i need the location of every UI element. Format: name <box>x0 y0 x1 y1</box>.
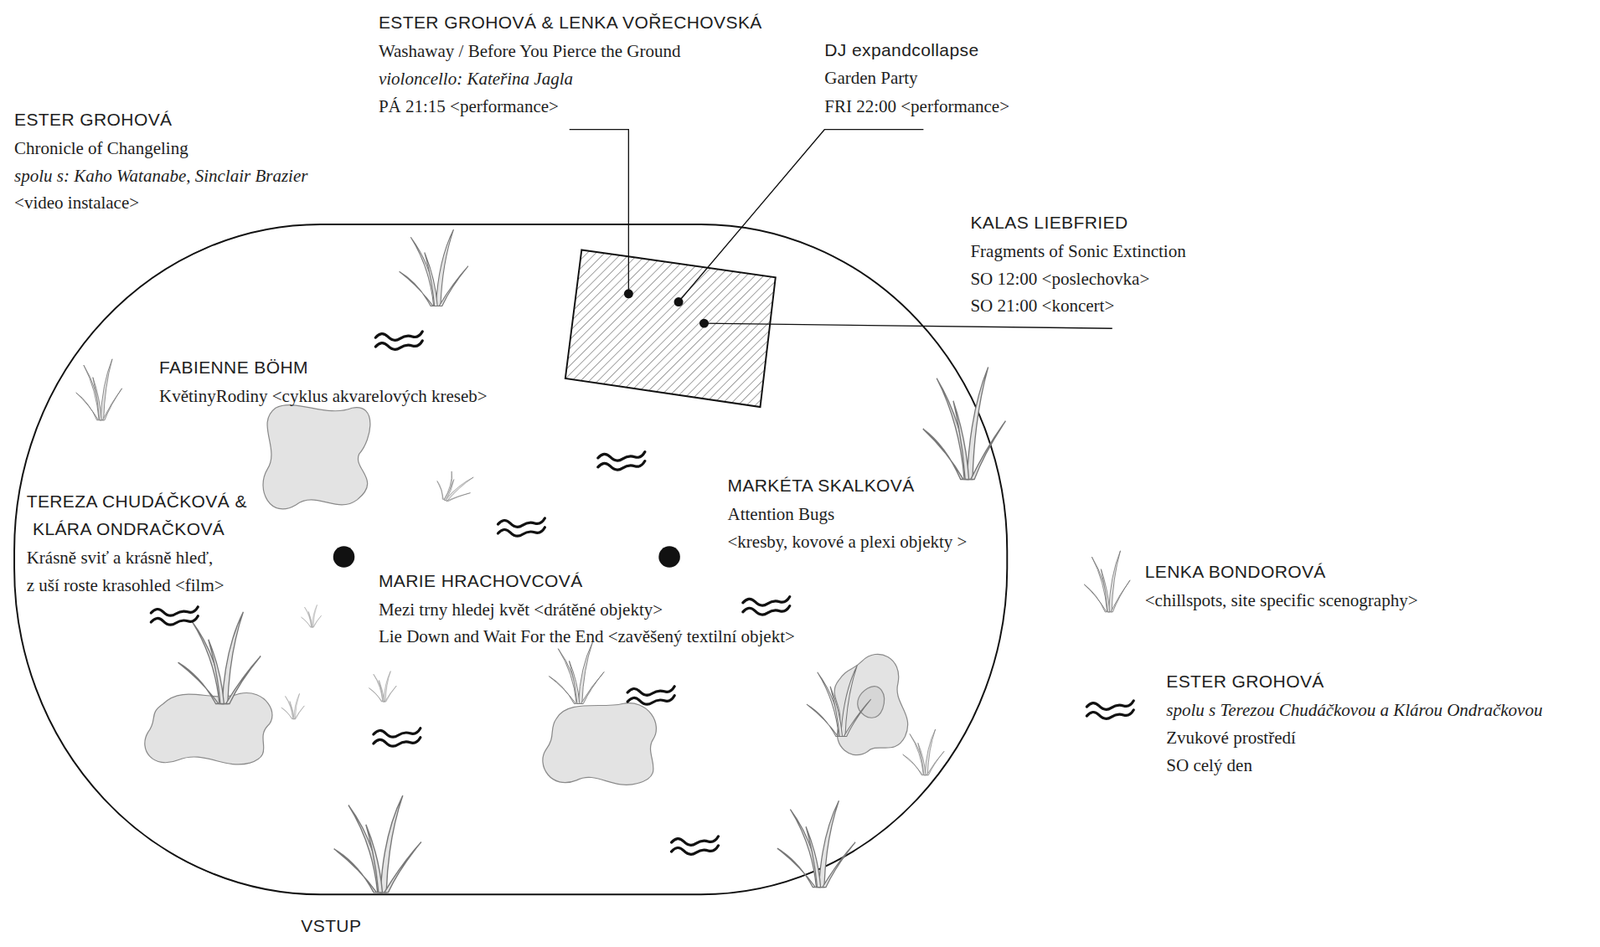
artist-name: KALAS LIEBFRIED <box>970 211 1128 235</box>
artist-name: VSTUP <box>300 914 362 939</box>
grass-tufts <box>76 229 1131 893</box>
artist-name: ESTER GROHOVÁ <box>14 108 172 132</box>
work-info: SO celý den <box>1166 753 1253 778</box>
work-info: Attention Bugs <box>727 502 836 527</box>
artist-name: KLÁRA ONDRAČKOVÁ <box>32 517 225 542</box>
work-info: FRI 22:00 <performance> <box>824 94 1010 119</box>
legend-wave-icon <box>1086 701 1134 719</box>
work-info: <kresby, kovové a plexi objekty > <box>727 530 968 554</box>
work-info: Zvukové prostředí <box>1166 726 1296 750</box>
work-info: KvětinyRodiny <cyklus akvarelových krese… <box>159 384 488 408</box>
legend-entry: ESTER GROHOVÁ <box>1166 670 1324 694</box>
location-dots <box>333 289 709 568</box>
work-info: SO 12:00 <poslechovka> <box>970 267 1150 291</box>
work-info: Krásně sviť a krásně hleď, <box>26 546 214 570</box>
work-info: Garden Party <box>824 66 918 90</box>
work-info: Fragments of Sonic Extinction <box>970 239 1186 264</box>
artist-name: DJ expandcollapse <box>824 38 979 62</box>
work-info: z uší roste krasohled <film> <box>26 573 225 598</box>
legend-grass-icon <box>1083 551 1131 613</box>
work-info: Lie Down and Wait For the End <zavěšený … <box>378 624 795 649</box>
artist-name: ESTER GROHOVÁ & LENKA VOŘECHOVSKÁ <box>378 10 763 35</box>
sound-symbols <box>150 331 1134 855</box>
collaborator-note: spolu s: Kaho Watanabe, Sinclair Brazier <box>14 164 308 188</box>
work-info: PÁ 21:15 <performance> <box>378 94 559 119</box>
stage-area <box>565 249 776 408</box>
work-info: <chillspots, site specific scenography> <box>1145 588 1419 613</box>
planting-blobs <box>144 405 909 786</box>
work-info: Mezi trny hledej květ <drátěné objekty> <box>378 598 663 622</box>
work-info: Chronicle of Changeling <box>14 136 189 160</box>
work-info: Washaway / Before You Pierce the Ground <box>378 39 681 63</box>
work-info: <video instalace> <box>14 190 140 215</box>
collaborator-note: spolu s Terezou Chudáčkovou a Klárou Ond… <box>1166 698 1543 723</box>
artist-name: MARIE HRACHOVCOVÁ <box>378 569 584 594</box>
legend-entry: LENKA BONDOROVÁ <box>1145 560 1327 584</box>
artist-name: MARKÉTA SKALKOVÁ <box>727 474 915 498</box>
artist-name: TEREZA CHUDÁČKOVÁ & <box>26 490 248 514</box>
work-info: SO 21:00 <koncert> <box>970 294 1115 318</box>
collaborator-note: violoncello: Kateřina Jagla <box>378 67 573 91</box>
artist-name: FABIENNE BÖHM <box>159 356 309 380</box>
